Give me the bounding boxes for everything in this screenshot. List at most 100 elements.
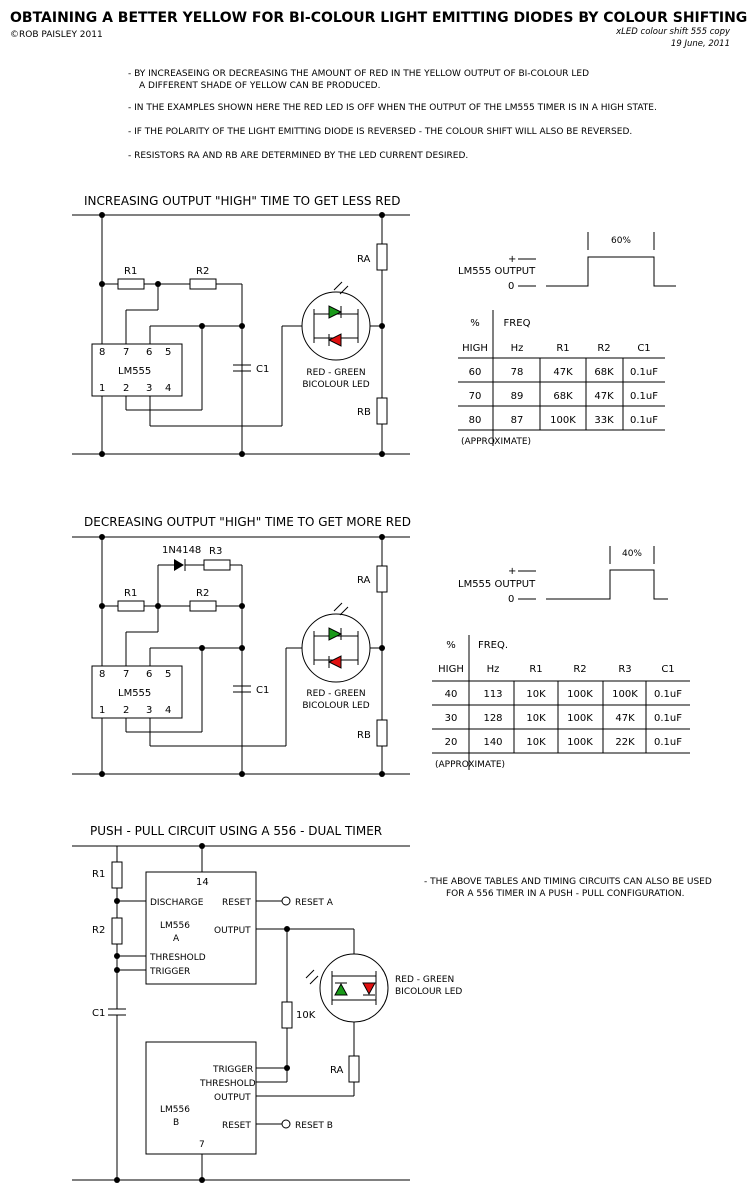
r3-label: R3 [209,546,222,557]
chip-label: LM555 [118,688,151,699]
pin-7: 7 [123,347,129,358]
pin-4: 4 [165,705,171,716]
ra-label: RA [357,254,371,265]
cell: 89 [511,391,524,402]
a-threshold: THRESHOLD [149,953,206,963]
t2-top-1: FREQ. [478,640,508,651]
b-reset: RESET [222,1121,251,1131]
a-trigger: TRIGGER [149,967,190,977]
cell: 10K [526,737,546,748]
waveform-1: + LM555 OUTPUT 0 60% [458,232,676,292]
circuit-1: INCREASING OUTPUT "HIGH" TIME TO GET LES… [72,194,676,457]
r1-label: R1 [124,588,137,599]
cell: 0.1uF [654,689,682,700]
date: 19 June, 2011 [671,39,730,49]
waveform-2: + LM555 OUTPUT 0 40% [458,546,668,605]
pin-1: 1 [99,705,105,716]
green-led-icon [328,305,343,319]
t2-row-2: 20 140 10K 100K 22K 0.1uF [445,737,683,748]
ra-label: RA [330,1065,344,1076]
r1-resistor [117,600,145,612]
b-trigger: TRIGGER [212,1065,253,1075]
pin-3: 3 [146,383,152,394]
cell: 60 [469,367,482,378]
bicolour-led [301,291,371,361]
c1-label: C1 [256,364,269,375]
reset-a-terminal-icon[interactable] [281,896,291,906]
led-label-2: BICOLOUR LED [302,380,369,390]
note-556-1: - THE ABOVE TABLES AND TIMING CIRCUITS C… [424,877,712,887]
cell: 128 [483,713,502,724]
lm556-a-chip [145,871,257,985]
t1-row-1: 70 89 68K 47K 0.1uF [469,391,659,402]
c1-label: C1 [256,685,269,696]
junction-dots [114,843,290,1183]
a-pin-14: 14 [196,877,209,888]
pin-1: 1 [99,383,105,394]
note-1b: A DIFFERENT SHADE OF YELLOW CAN BE PRODU… [139,81,380,91]
red-led-icon [362,982,376,996]
cell: 100K [567,737,593,748]
red-led-icon [327,333,342,347]
pin-4: 4 [165,383,171,394]
b-pin-7: 7 [199,1140,205,1150]
t1-top-0: % [470,318,480,329]
cell: 100K [567,713,593,724]
led-label-1: RED - GREEN [395,975,454,985]
r2-resistor [111,917,123,945]
ra-resistor [376,565,388,593]
pin-5: 5 [165,669,171,680]
bicolour-led [319,953,389,1023]
ra-resistor [376,243,388,271]
b-threshold: THRESHOLD [199,1079,256,1089]
b-unit: B [173,1118,179,1128]
t2-h-5: C1 [661,664,674,675]
t2-h-4: R3 [618,664,631,675]
t1-h-3: R2 [597,343,610,354]
reset-b-terminal-icon[interactable] [281,1119,291,1129]
t2-row-1: 30 128 10K 100K 47K 0.1uF [445,713,683,724]
pin-8: 8 [99,669,105,680]
cell: 70 [469,391,482,402]
pin-7: 7 [123,669,129,680]
cell: 47K [594,391,614,402]
wave-pct: 60% [611,236,631,246]
t1-h-2: R1 [556,343,569,354]
circuit-2-heading: DECREASING OUTPUT "HIGH" TIME TO GET MOR… [84,515,411,529]
cell: 0.1uF [630,367,658,378]
cell: 100K [550,415,576,426]
t2-h-3: R2 [573,664,586,675]
cell: 113 [483,689,502,700]
t2-row-0: 40 113 10K 100K 100K 0.1uF [445,689,683,700]
reset-b-label: RESET B [295,1121,333,1131]
rb-resistor [376,719,388,747]
bicolour-led [301,613,371,683]
t2-top-0: % [446,640,456,651]
file-name: xLED colour shift 555 copy [615,27,731,37]
cell: 78 [511,367,524,378]
pin-5: 5 [165,347,171,358]
pin-2: 2 [123,705,129,716]
a-discharge: DISCHARGE [150,898,204,908]
red-led-icon [327,655,342,669]
circuit-3-heading: PUSH - PULL CIRCUIT USING A 556 - DUAL T… [90,824,382,838]
cell: 33K [594,415,614,426]
lm555-chip [91,665,183,719]
wave-label: LM555 OUTPUT [458,266,536,277]
t2-h-2: R1 [529,664,542,675]
cell: 100K [612,689,638,700]
cell: 47K [615,713,635,724]
a-output: OUTPUT [214,926,251,936]
wave-plus: + [508,254,516,265]
a-unit: A [173,934,180,944]
ra-label: RA [357,575,371,586]
a-reset: RESET [222,898,251,908]
table-1: % FREQ HIGH Hz R1 R2 C1 60 78 47K 68K 0.… [458,310,665,447]
lm556-b-chip [145,1041,257,1155]
wave-zero: 0 [508,281,514,292]
cell: 140 [483,737,502,748]
cell: 80 [469,415,482,426]
r3-resistor [203,559,231,571]
page-title: OBTAINING A BETTER YELLOW FOR BI-COLOUR … [10,10,747,26]
pin-2: 2 [123,383,129,394]
